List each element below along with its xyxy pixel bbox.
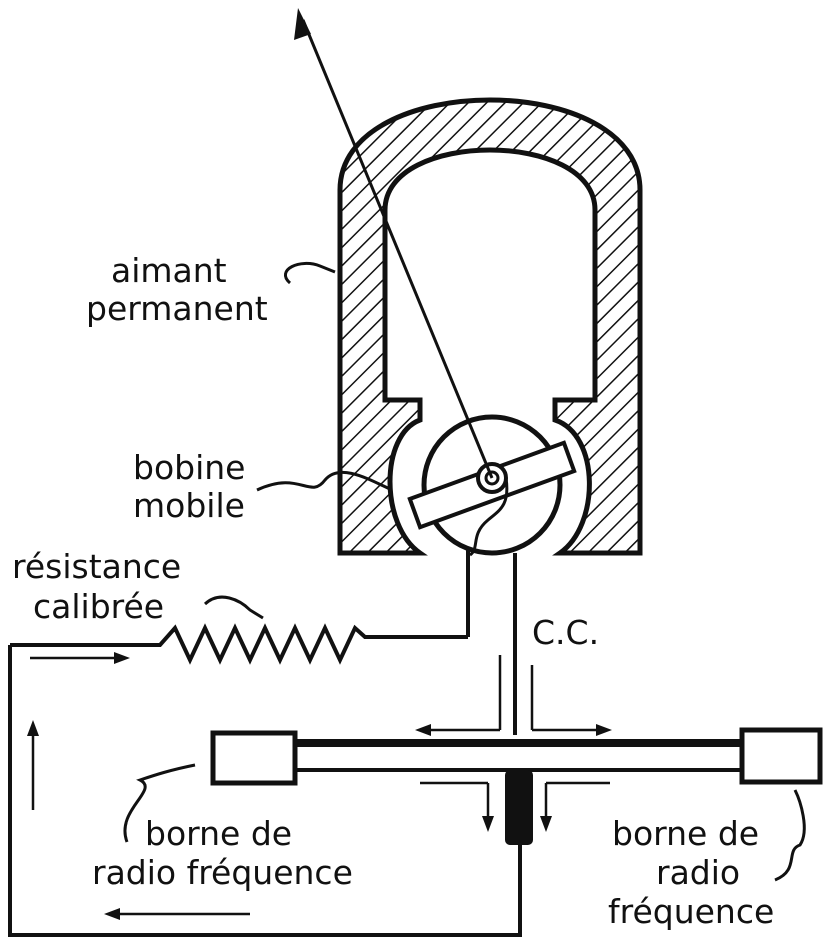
- resistor-label-line1: résistance: [12, 547, 181, 586]
- pointer-needle: [301, 19, 494, 479]
- current-arrows: [27, 652, 612, 920]
- right-terminal-label-line1: borne de: [612, 814, 759, 853]
- left-terminal-label-line1: borne de: [145, 814, 292, 853]
- calibrated-resistor: [10, 623, 468, 665]
- rf-terminal-left: [210, 730, 298, 786]
- dc-label: C.C.: [532, 613, 599, 652]
- return-wire: [8, 645, 522, 937]
- right-terminal-label-line3: fréquence: [608, 892, 774, 931]
- hairspring: [468, 477, 509, 557]
- rf-terminal-right: [739, 727, 823, 785]
- magnet-label-line1: aimant: [111, 251, 227, 290]
- leader-lines: [123, 261, 806, 882]
- pointer-tip: [294, 8, 311, 40]
- coil-label-line1: bobine: [133, 448, 245, 487]
- coil-label-line2: mobile: [133, 486, 245, 525]
- permanent-magnet: [337, 97, 643, 556]
- right-terminal-label-line2: radio: [656, 853, 740, 892]
- magnet-label-line2: permanent: [86, 289, 268, 328]
- left-terminal-label-line2: radio fréquence: [92, 853, 353, 892]
- resistor-label-line2: calibrée: [33, 587, 164, 626]
- thermocouple-element: [505, 770, 533, 845]
